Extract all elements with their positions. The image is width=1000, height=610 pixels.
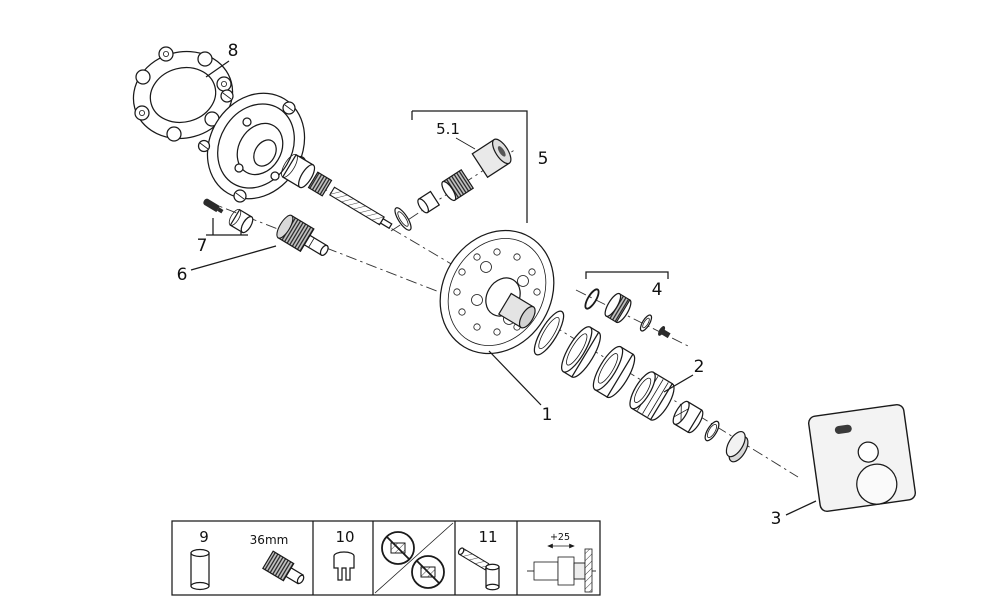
part-label-6: 6: [177, 265, 188, 285]
small-ring: [704, 420, 720, 442]
depth-dimension-label: +25: [550, 532, 570, 543]
leader-line-1: [488, 350, 542, 406]
legend-label-9: 9: [199, 528, 209, 546]
backplate-screw: [233, 189, 247, 203]
slotted-nut: [672, 400, 704, 434]
part-label-1: 1: [542, 405, 553, 425]
legend: 9 36mm 10 11: [171, 520, 601, 596]
wrench-size-label: 36mm: [250, 533, 289, 547]
puller-fork-icon: [333, 551, 355, 581]
backplate-screw: [282, 101, 296, 115]
leader-line-6: [190, 245, 277, 271]
part-label-4: 4: [652, 280, 663, 300]
part-escutcheon-plate: [439, 229, 555, 355]
end-cap: [725, 430, 749, 463]
legend-label-11: 11: [478, 528, 497, 546]
part-trim-sleeve-set: [533, 310, 749, 463]
backplate-screw: [197, 139, 211, 153]
leader-line-5-1: [455, 137, 476, 150]
no-tool-icon: [411, 555, 445, 589]
pin-icon: [457, 547, 490, 571]
leader-line-8: [205, 60, 230, 78]
part-label-5-1: 5.1: [436, 120, 460, 138]
part-4-group: [584, 288, 671, 339]
escutcheon-knob: [497, 292, 536, 329]
part-label-2: 2: [694, 357, 705, 377]
legend-diagonal-divider: [374, 522, 454, 594]
sleeve: [592, 345, 636, 399]
part-backplate: [197, 89, 307, 203]
wall-section: [584, 548, 593, 593]
bracket-4: [585, 271, 669, 279]
part-label-8: 8: [228, 41, 239, 61]
threaded-sleeve: [629, 371, 675, 421]
part-5-group: [394, 138, 512, 231]
part-7-group: [203, 198, 254, 234]
leader-line-3: [785, 500, 817, 516]
installation-depth-section-icon: [527, 548, 596, 593]
leader-line-2: [663, 374, 694, 393]
part-8-gasket: [132, 46, 234, 142]
backplate-screw: [220, 89, 234, 103]
part-6-cartridge: [276, 214, 329, 256]
brand-logo: [834, 424, 852, 434]
part-cartridge-stack: [281, 153, 393, 230]
retaining-ring: [533, 310, 565, 356]
part-label-3: 3: [771, 509, 782, 529]
knurled-extension-icon: [262, 550, 305, 585]
part-wall-plate: [807, 403, 917, 513]
no-tool-icon: [381, 531, 415, 565]
legend-label-10: 10: [335, 528, 354, 546]
spare-cylinder-icon: [190, 548, 210, 591]
part-label-5: 5: [538, 149, 549, 169]
part-label-7: 7: [197, 236, 208, 256]
ring-sleeve: [561, 326, 601, 378]
sleeve-icon: [485, 563, 500, 591]
bracket-5: [412, 110, 528, 223]
